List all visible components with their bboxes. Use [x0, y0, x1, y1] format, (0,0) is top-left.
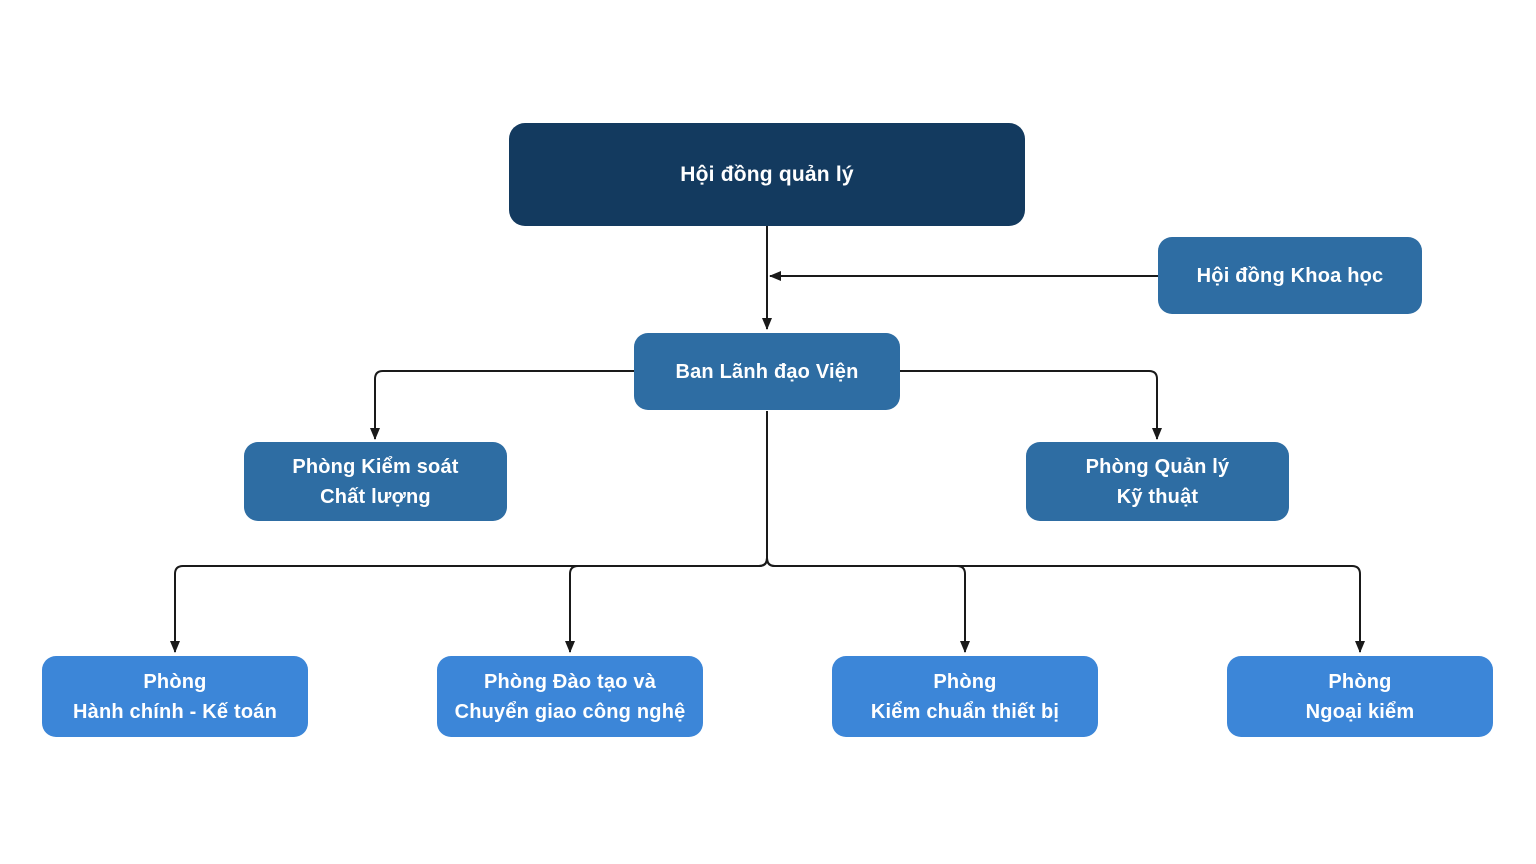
- node-quality-control: Phòng Kiểm soát Chất lượng: [244, 442, 507, 521]
- node-label-line1: Phòng Quản lý: [1085, 455, 1230, 478]
- node-label-line1: Phòng Đào tạo và: [483, 670, 657, 693]
- connector-board-to-calibration: [766, 411, 970, 653]
- node-label-line1: Phòng Kiểm soát: [292, 455, 459, 478]
- node-label-line2: Kỹ thuật: [1116, 485, 1199, 508]
- connector-board-to-technical: [900, 370, 1162, 440]
- node-institute-board: Ban Lãnh đạo Viện: [634, 333, 900, 410]
- node-label: Hội đồng Khoa học: [1196, 264, 1384, 287]
- node-training-tech-transfer: Phòng Đào tạo và Chuyển giao công nghệ: [437, 656, 703, 737]
- connector-board-to-external: [766, 411, 1365, 653]
- node-label: Hội đồng quản lý: [680, 162, 854, 186]
- node-science-council: Hội đồng Khoa học: [1158, 237, 1422, 314]
- connector-board-to-training: [565, 411, 768, 653]
- node-external-quality: Phòng Ngoại kiểm: [1227, 656, 1493, 737]
- node-label-line2: Ngoại kiểm: [1305, 700, 1415, 723]
- node-label-line1: Phòng: [933, 670, 997, 693]
- node-label-line1: Phòng: [143, 670, 207, 693]
- node-label: Ban Lãnh đạo Viện: [675, 360, 859, 383]
- node-label-line2: Chất lượng: [320, 485, 431, 508]
- node-label-line2: Hành chính - Kế toán: [73, 700, 277, 723]
- node-label-line2: Chuyển giao công nghệ: [454, 700, 686, 723]
- node-equipment-calibration: Phòng Kiểm chuẩn thiết bị: [832, 656, 1098, 737]
- node-admin-accounting: Phòng Hành chính - Kế toán: [42, 656, 308, 737]
- node-management-council: Hội đồng quản lý: [509, 123, 1025, 226]
- node-label-line2: Kiểm chuẩn thiết bị: [870, 700, 1060, 723]
- node-technical-management: Phòng Quản lý Kỹ thuật: [1026, 442, 1289, 521]
- node-label-line1: Phòng: [1328, 670, 1392, 693]
- connector-board-to-quality: [370, 370, 634, 440]
